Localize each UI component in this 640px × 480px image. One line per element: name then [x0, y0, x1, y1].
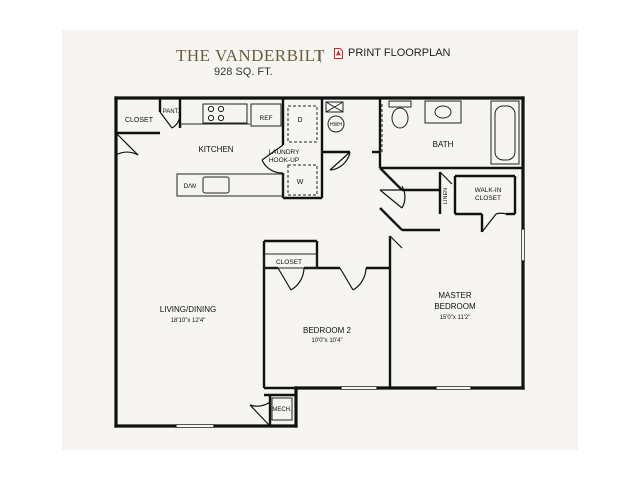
walkin-closet-label-line1: WALK-IN [475, 187, 502, 194]
print-floorplan-label: PRINT FLOORPLAN [348, 47, 451, 59]
dishwasher-label: D/W [184, 183, 198, 190]
living-dining-dim: 18'10"x 12'4" [171, 318, 206, 324]
water-heater [327, 115, 345, 133]
kitchen-counter [176, 173, 284, 197]
bathtub [490, 100, 520, 165]
mech-label: MECH. [272, 407, 292, 413]
vent-box [325, 101, 344, 113]
pantry-label: PANT. [163, 109, 180, 115]
floorplan-title: THE VANDERBILT [176, 46, 325, 65]
burner-icon [207, 105, 215, 113]
windows [175, 228, 525, 428]
toilet-tank [388, 100, 412, 108]
kitchen-label: KITCHEN [198, 145, 233, 154]
burner-icon [207, 114, 215, 122]
master-bedroom-label-line1: MASTER [438, 291, 472, 300]
washer-label: W [297, 179, 304, 186]
bath-label: BATH [433, 140, 454, 149]
bath-sink [434, 105, 452, 119]
living-dining-label: LIVING/DINING [160, 305, 216, 314]
master-bedroom-label-line2: BEDROOM [434, 302, 476, 311]
header-separator [320, 50, 321, 63]
bedroom2-dim: 10'0"x 10'4" [311, 338, 342, 344]
dryer [287, 105, 318, 143]
range-stove [202, 103, 248, 124]
bedroom2-label: BEDROOM 2 [303, 326, 352, 335]
burner-icon [217, 105, 225, 113]
print-floorplan-link[interactable]: PRINT FLOORPLAN [334, 47, 451, 59]
dryer-label: D [297, 117, 302, 124]
doors [115, 111, 507, 427]
fixtures [176, 100, 520, 421]
bedroom2-closet-label: CLOSET [276, 259, 302, 266]
floorplan-sqft: 928 SQ. FT. [214, 66, 273, 78]
laundry-label-line1: LAUNDRY [269, 149, 301, 156]
interior-walls [116, 98, 523, 426]
vanity [424, 100, 462, 124]
exterior-walls [114, 96, 525, 428]
laundry-label-line2: HOOK-UP [269, 157, 299, 164]
closet-shelf [263, 253, 318, 269]
linen-label: LINEN [443, 188, 449, 204]
refrigerator [250, 103, 282, 127]
mech-closet-box [271, 397, 293, 421]
bathtub-basin [494, 105, 516, 161]
closet-entry-label: CLOSET [125, 117, 154, 124]
washer [287, 164, 318, 196]
water-heater-label: HWH [330, 122, 342, 128]
walkin-closet-label-line2: CLOSET [475, 195, 501, 202]
fridge-label: REF [260, 115, 273, 122]
burner-icon [217, 114, 225, 122]
master-bedroom-dim: 15'0"x 11'2" [440, 315, 471, 321]
kitchen-sink [202, 176, 230, 194]
toilet-bowl [391, 107, 409, 129]
pdf-icon [334, 47, 343, 59]
floorplan-card [62, 30, 578, 450]
